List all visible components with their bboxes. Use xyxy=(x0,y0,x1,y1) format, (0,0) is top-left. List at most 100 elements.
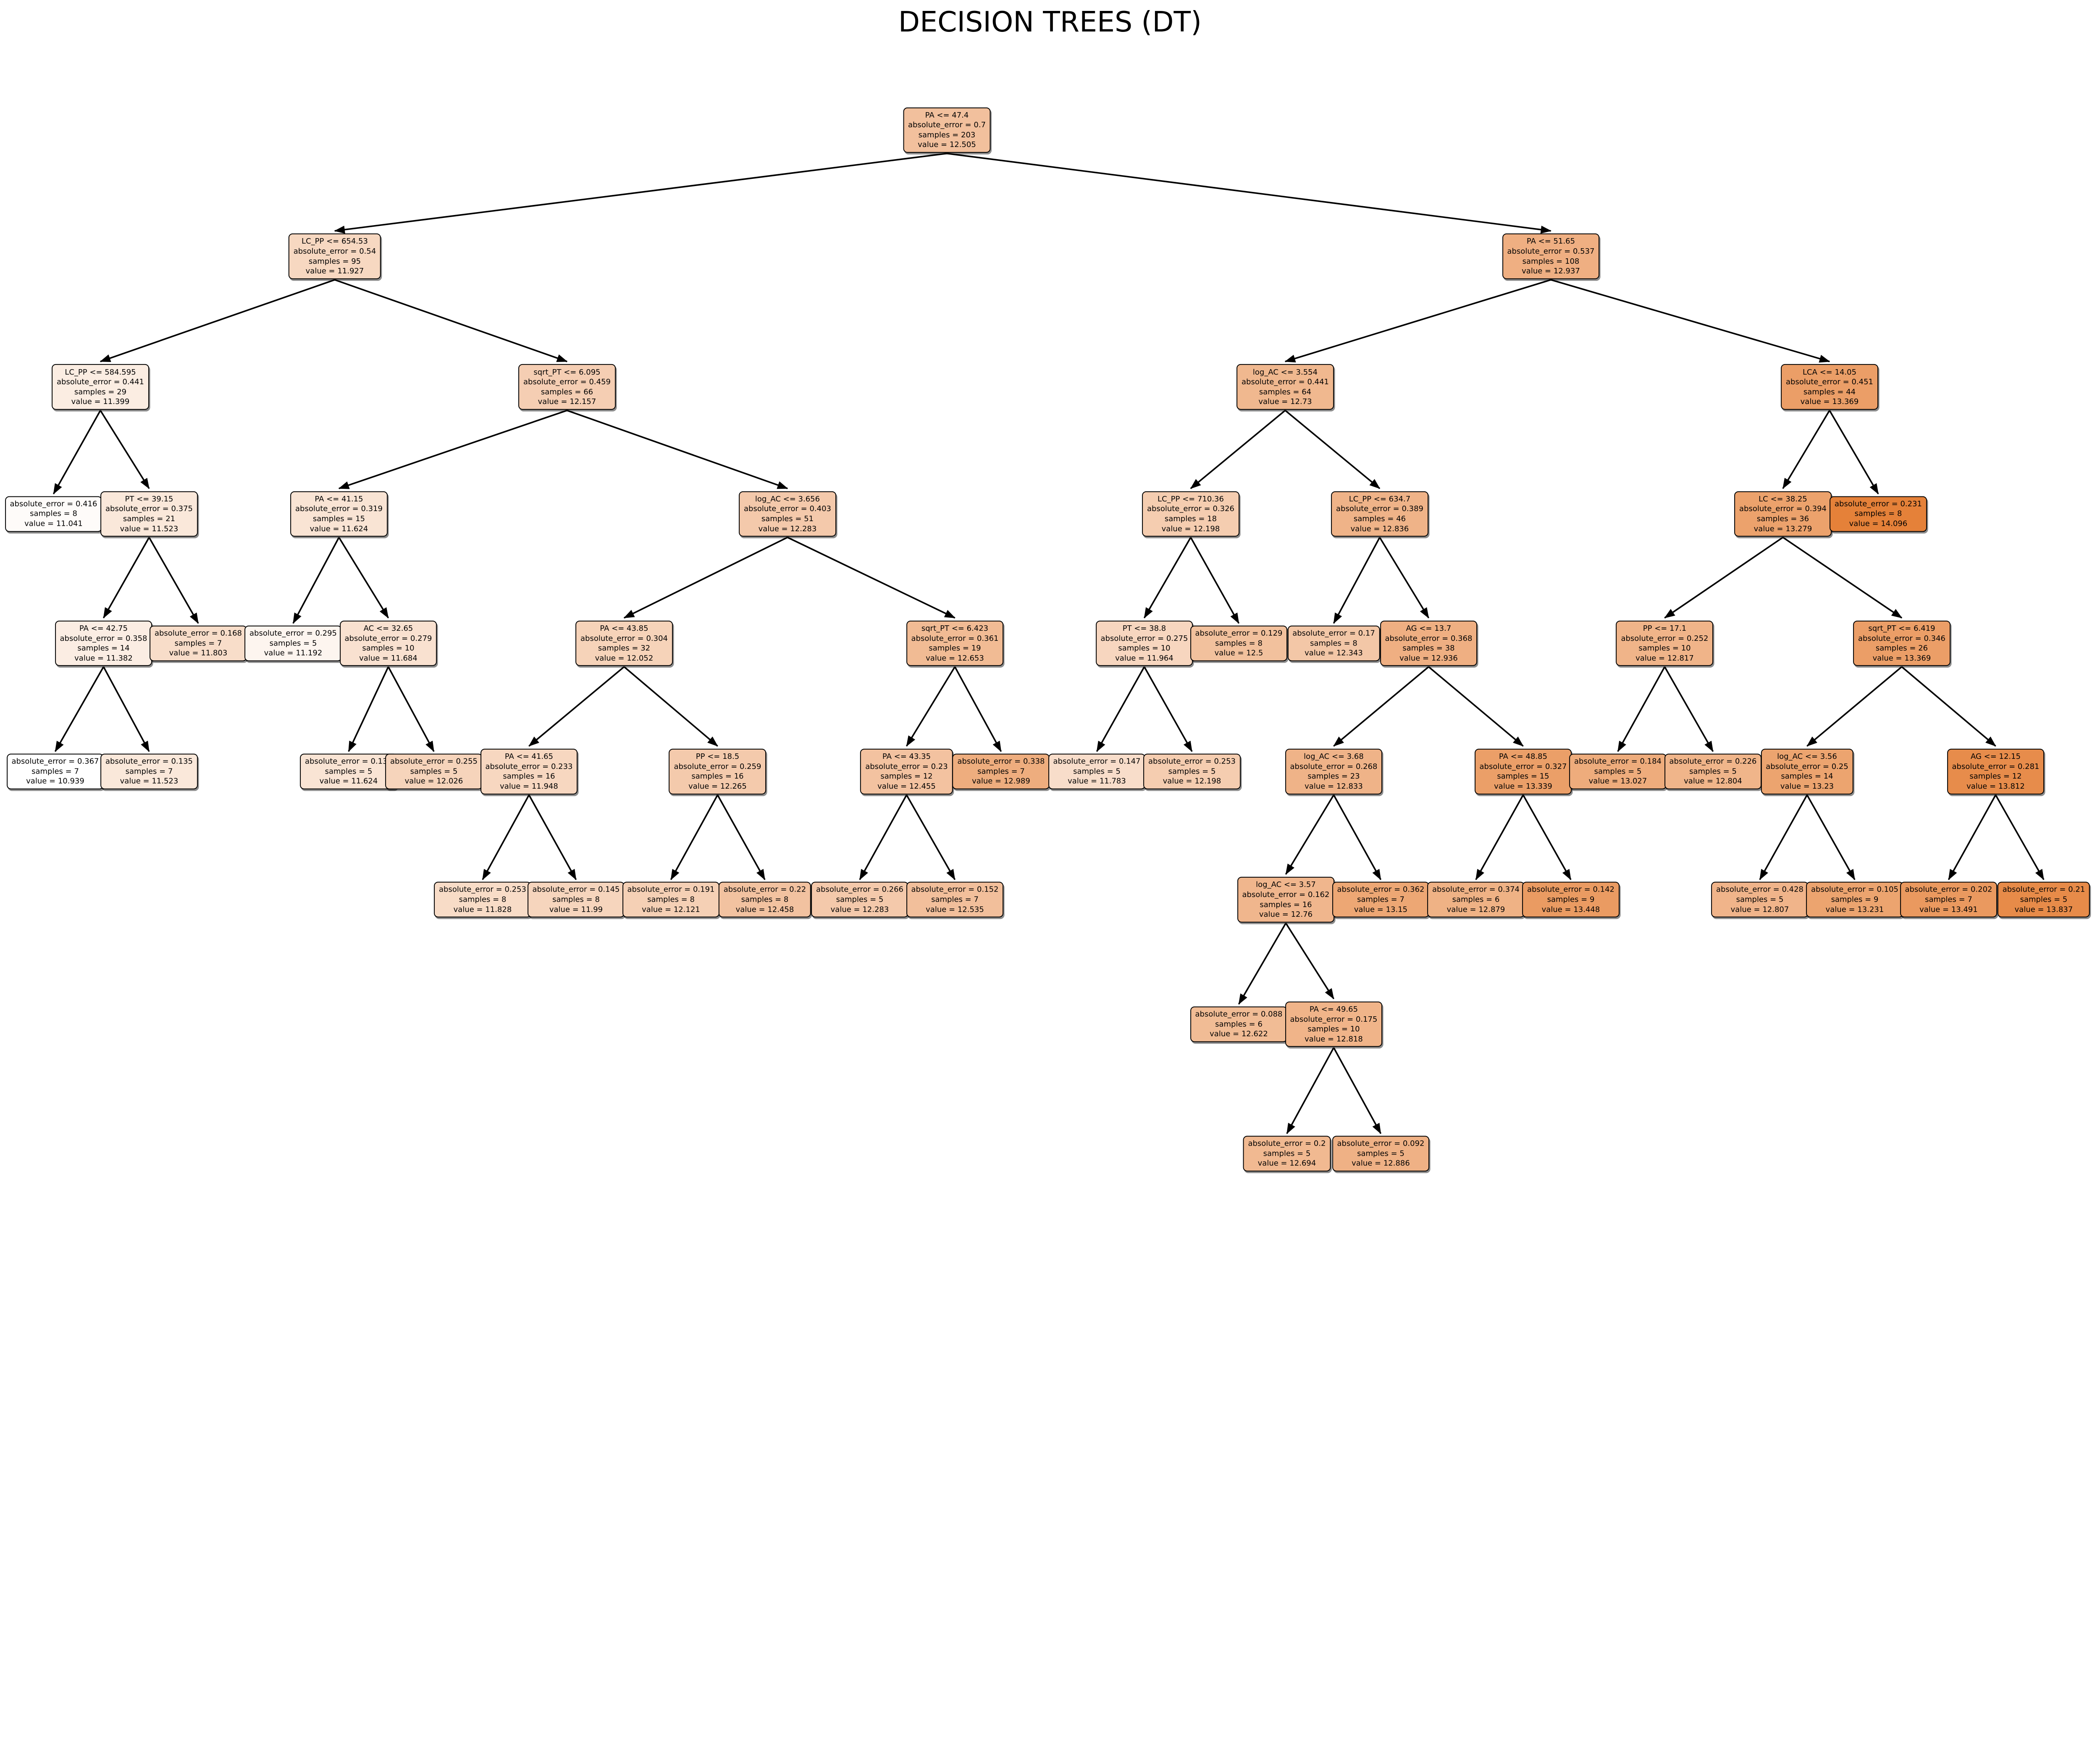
node-split-label: log_AC <= 3.554 xyxy=(1252,367,1318,377)
node-value-label: value = 12.198 xyxy=(1161,524,1220,533)
node-error-label: absolute_error = 0.139 xyxy=(304,757,393,766)
node-samples-label: samples = 5 xyxy=(1263,1149,1311,1158)
node-value-label: value = 12.73 xyxy=(1258,397,1312,407)
node-samples-label: samples = 46 xyxy=(1353,514,1406,523)
node-error-label: absolute_error = 0.226 xyxy=(1669,757,1757,766)
node-error-label: absolute_error = 0.54 xyxy=(293,247,376,256)
node-error-label: absolute_error = 0.21 xyxy=(2002,885,2085,894)
node-error-label: absolute_error = 0.537 xyxy=(1507,247,1595,256)
node-split-label: LCA <= 14.05 xyxy=(1802,367,1857,377)
node-samples-label: samples = 29 xyxy=(74,387,127,396)
tree-edge xyxy=(1782,410,1830,489)
node-error-label: absolute_error = 0.184 xyxy=(1574,757,1662,766)
node-value-label: value = 12.343 xyxy=(1305,648,1363,658)
node-samples-label: samples = 12 xyxy=(880,772,933,781)
node-error-label: absolute_error = 0.362 xyxy=(1337,885,1425,894)
node-error-label: absolute_error = 0.441 xyxy=(1241,377,1329,386)
node-value-label: value = 11.624 xyxy=(319,776,378,786)
node-value-label: value = 13.15 xyxy=(1354,905,1408,914)
node-samples-label: samples = 5 xyxy=(1073,767,1121,776)
node-error-label: absolute_error = 0.142 xyxy=(1527,885,1615,894)
node-value-label: value = 11.99 xyxy=(549,905,603,914)
node-error-label: absolute_error = 0.202 xyxy=(1905,885,1992,894)
node-value-label: value = 11.192 xyxy=(264,648,323,658)
node-error-label: absolute_error = 0.233 xyxy=(485,762,573,771)
node-error-label: absolute_error = 0.105 xyxy=(1811,885,1899,894)
tree-edge xyxy=(670,795,719,880)
node-error-label: absolute_error = 0.451 xyxy=(1785,377,1874,386)
node-split-label: AC <= 32.65 xyxy=(363,624,413,633)
node-value-label: value = 12.818 xyxy=(1305,1034,1363,1044)
node-error-label: absolute_error = 0.295 xyxy=(249,629,337,638)
node-value-label: value = 12.283 xyxy=(758,524,817,533)
node-value-label: value = 11.927 xyxy=(305,267,364,276)
node-error-label: absolute_error = 0.147 xyxy=(1053,757,1141,766)
node-error-label: absolute_error = 0.416 xyxy=(10,499,97,509)
tree-edge xyxy=(1664,666,1714,752)
node-error-label: absolute_error = 0.459 xyxy=(523,377,611,386)
tree-edge xyxy=(906,666,956,747)
tree-edge xyxy=(1190,409,1286,489)
node-samples-label: samples = 8 xyxy=(1854,509,1902,519)
node-value-label: value = 13.279 xyxy=(1754,524,1812,533)
tree-edge xyxy=(1806,666,1903,747)
tree-edge xyxy=(906,795,956,880)
node-samples-label: samples = 8 xyxy=(552,895,600,904)
node-error-label: absolute_error = 0.368 xyxy=(1385,634,1473,643)
node-samples-label: samples = 5 xyxy=(1594,767,1642,776)
node-error-label: absolute_error = 0.441 xyxy=(56,377,144,386)
node-value-label: value = 12.535 xyxy=(926,905,984,914)
node-split-label: PA <= 43.85 xyxy=(600,624,648,633)
node-samples-label: samples = 19 xyxy=(929,643,981,653)
tree-edge xyxy=(1829,410,1879,495)
node-value-label: value = 12.283 xyxy=(830,905,889,914)
node-error-label: absolute_error = 0.17 xyxy=(1292,629,1375,638)
tree-edge xyxy=(1285,795,1335,875)
node-value-label: value = 12.505 xyxy=(918,140,976,150)
node-samples-label: samples = 7 xyxy=(174,639,222,648)
tree-edge xyxy=(1143,537,1192,619)
tree-edge xyxy=(482,795,530,880)
node-samples-label: samples = 15 xyxy=(1497,772,1549,781)
node-split-label: PT <= 38.8 xyxy=(1122,624,1166,633)
node-value-label: value = 12.5 xyxy=(1214,648,1263,658)
node-error-label: absolute_error = 0.268 xyxy=(1290,762,1378,771)
node-error-label: absolute_error = 0.275 xyxy=(1100,634,1188,643)
node-samples-label: samples = 5 xyxy=(325,767,373,776)
node-samples-label: samples = 16 xyxy=(1260,900,1312,909)
node-value-label: value = 12.937 xyxy=(1522,267,1580,276)
node-error-label: absolute_error = 0.428 xyxy=(1716,885,1804,894)
tree-edge xyxy=(1284,409,1381,489)
node-value-label: value = 13.812 xyxy=(1966,782,2025,791)
node-error-label: absolute_error = 0.129 xyxy=(1195,629,1283,638)
node-error-label: absolute_error = 0.326 xyxy=(1147,504,1235,514)
node-value-label: value = 12.76 xyxy=(1259,910,1313,919)
node-value-label: value = 12.052 xyxy=(595,653,654,663)
tree-edge xyxy=(1238,923,1287,1005)
tree-edge xyxy=(1759,795,1808,880)
node-samples-label: samples = 32 xyxy=(598,643,651,653)
node-split-label: sqrt_PT <= 6.423 xyxy=(921,624,989,633)
node-value-label: value = 13.448 xyxy=(1541,905,1600,914)
tree-edge xyxy=(334,279,568,362)
node-samples-label: samples = 6 xyxy=(1452,895,1500,904)
tree-edge xyxy=(623,666,718,747)
